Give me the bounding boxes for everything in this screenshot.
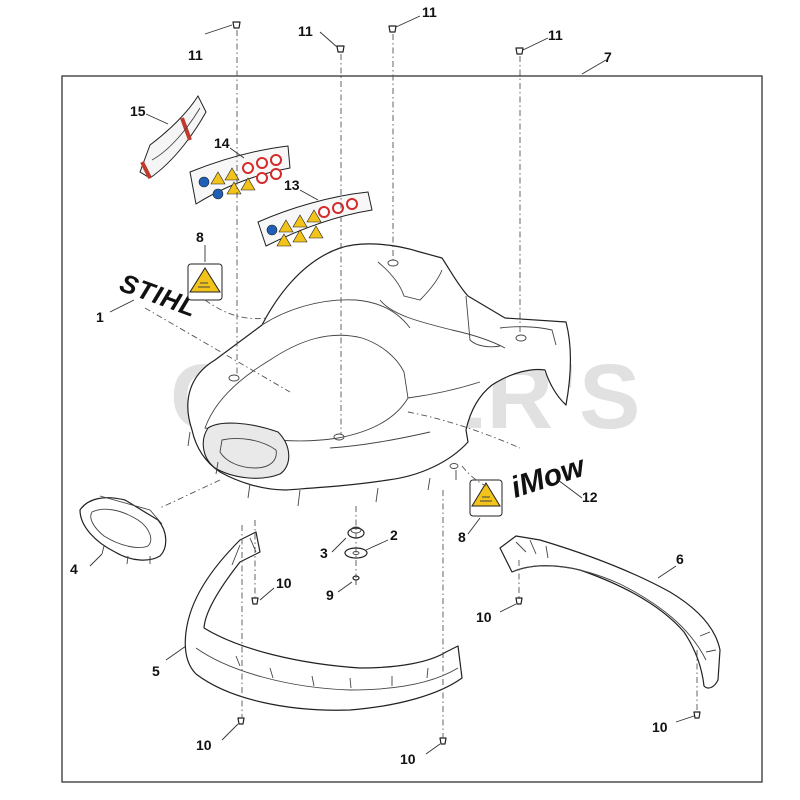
callout-10: 10	[400, 751, 416, 767]
screw-10-b	[237, 717, 245, 725]
screw-11-b	[336, 45, 345, 53]
leader-lines	[89, 15, 695, 755]
safety-label-small	[257, 191, 373, 247]
callout-11: 11	[298, 23, 313, 39]
screw-10-d	[515, 597, 523, 605]
assembly-lines	[144, 30, 698, 738]
callout-12: 12	[582, 489, 598, 505]
svg-text:iMow: iMow	[507, 450, 590, 505]
callout-5: 5	[152, 663, 160, 679]
callout-6: 6	[676, 551, 684, 567]
rear-bumper	[499, 535, 721, 689]
callout-11: 11	[188, 47, 203, 63]
imow-decal: iMow	[507, 450, 590, 505]
screw-11-c	[388, 25, 397, 33]
stripe-decal	[139, 94, 207, 179]
callout-2: 2	[390, 527, 398, 543]
warning-sticker-top	[187, 263, 223, 301]
callout-9: 9	[326, 587, 334, 603]
callout-11: 11	[422, 4, 437, 20]
assembly-frame	[61, 75, 763, 783]
safety-label-large	[189, 145, 291, 205]
callout-15: 15	[130, 103, 146, 119]
callout-14: 14	[214, 135, 230, 151]
callout-10: 10	[196, 737, 212, 753]
screw-11-a	[232, 21, 241, 29]
callout-11: 11	[548, 27, 563, 43]
warning-triangle-icon	[189, 267, 221, 293]
callout-8: 8	[458, 529, 466, 545]
callout-1: 1	[96, 309, 104, 325]
callout-8: 8	[196, 229, 204, 245]
callout-4: 4	[70, 561, 78, 577]
screw-11-d	[515, 47, 524, 55]
washer	[344, 547, 368, 559]
warning-sticker-bottom	[469, 479, 503, 517]
screw-10-c	[439, 737, 447, 745]
front-light-ring	[79, 495, 167, 565]
warning-triangle-icon	[471, 482, 501, 507]
callout-10: 10	[652, 719, 668, 735]
screw-10-e	[693, 711, 701, 719]
callout-3: 3	[320, 545, 328, 561]
callout-10: 10	[476, 609, 492, 625]
screw-10-a	[251, 597, 259, 605]
callout-7: 7	[604, 49, 612, 65]
callout-labels: 11 11 11 11 7 15 14 13 8 1 12 8 4 3 2 9 …	[70, 4, 684, 767]
front-bumper	[184, 531, 463, 711]
callout-13: 13	[284, 177, 300, 193]
mower-hood	[187, 243, 572, 507]
callout-10: 10	[276, 575, 292, 591]
